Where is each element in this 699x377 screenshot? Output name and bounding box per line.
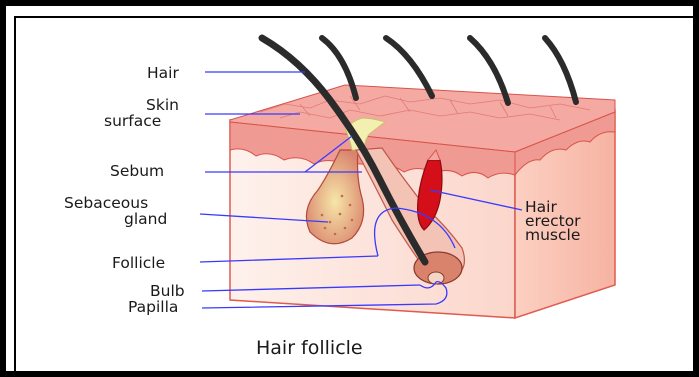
label-skin-surface-line2: surface xyxy=(104,112,161,130)
label-follicle: Follicle xyxy=(112,254,165,272)
label-papilla: Papilla xyxy=(128,298,178,316)
label-hair: Hair xyxy=(147,64,179,82)
label-hair-erector-muscle-line3: muscle xyxy=(525,226,580,244)
label-sebaceous-gland-line2: gland xyxy=(124,210,167,228)
diagram-title: Hair follicle xyxy=(256,337,363,359)
label-sebum: Sebum xyxy=(110,162,164,180)
